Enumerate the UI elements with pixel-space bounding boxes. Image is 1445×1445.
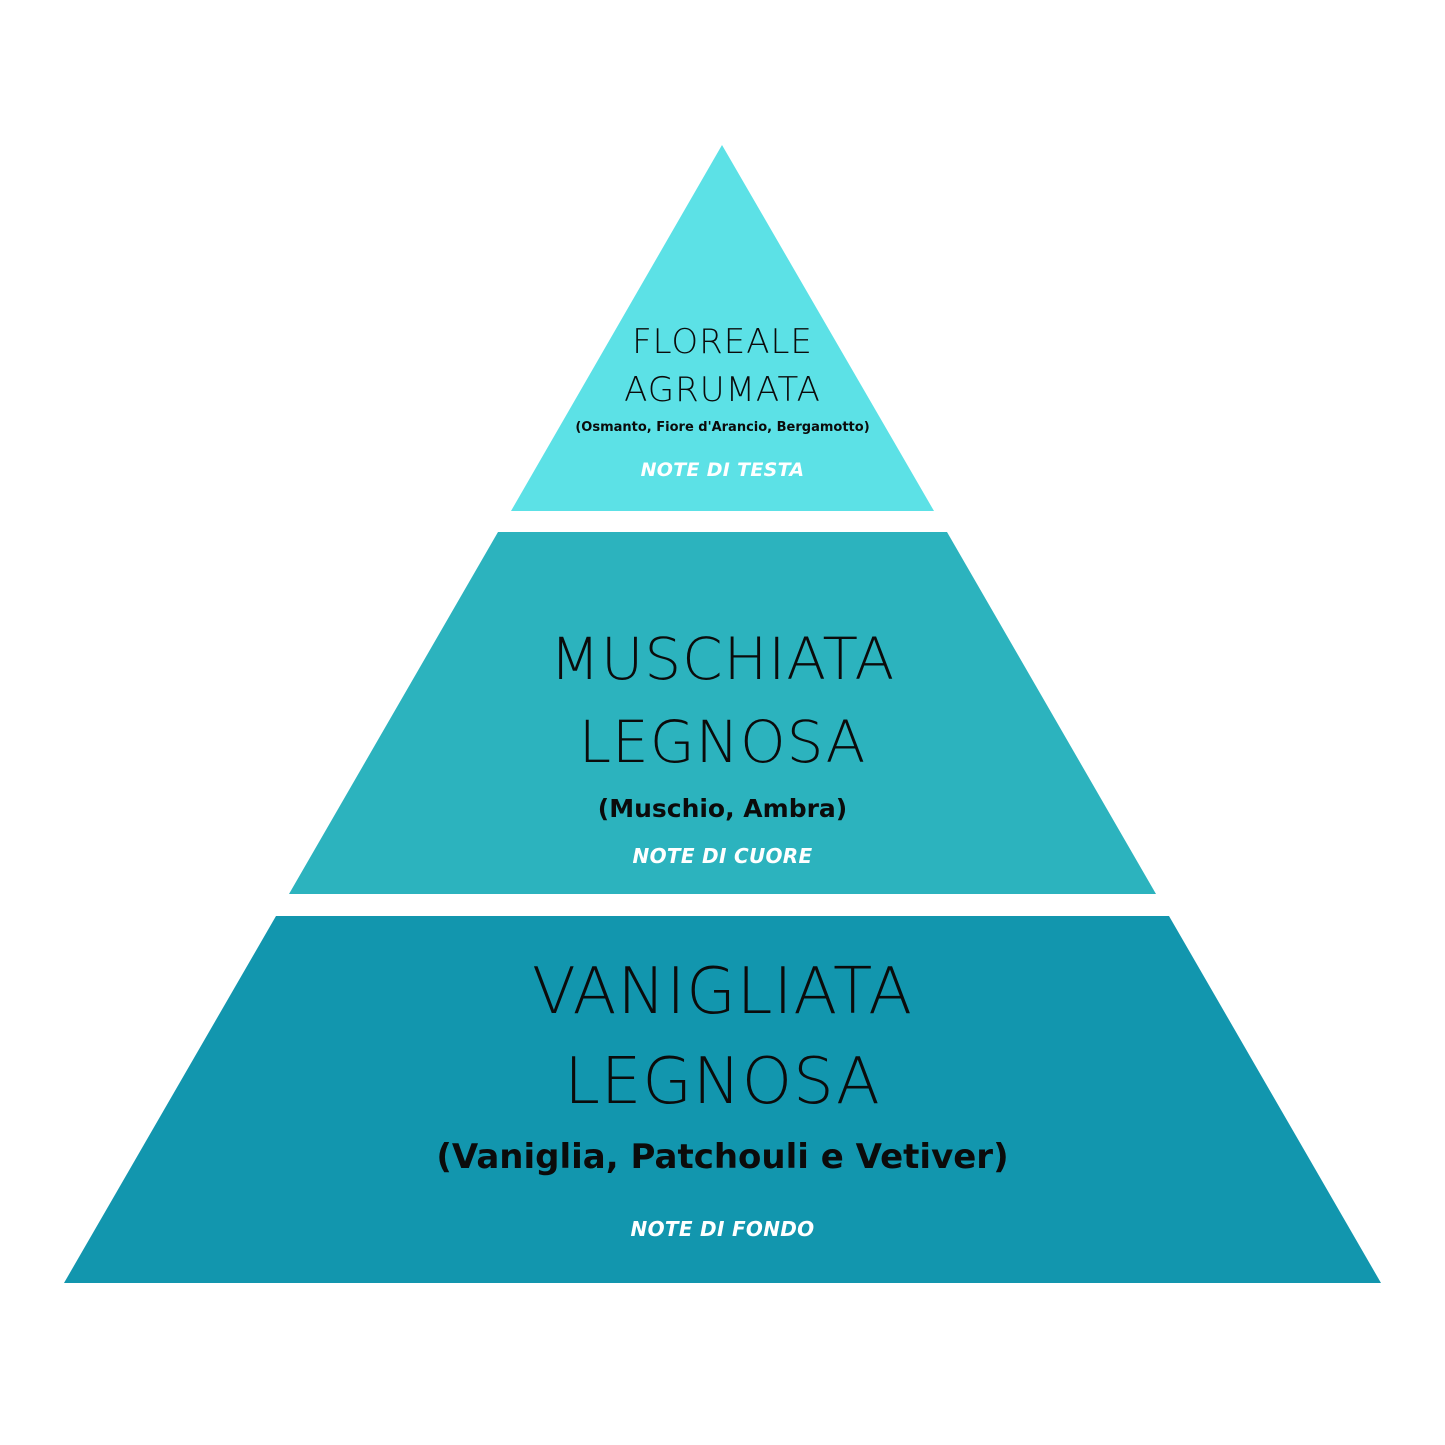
top-tier-text: FLOREALE AGRUMATA (Osmanto, Fiore d'Aran… [0,325,1445,480]
top-tier-title-line-1: FLOREALE [632,322,813,362]
middle-tier-ingredients: (Muschio, Ambra) [597,794,848,823]
middle-tier-note-label: NOTE DI CUORE [632,844,813,868]
bottom-tier-title-line-1: VANIGLIATA [531,955,914,1029]
top-tier-shape [511,145,934,511]
bottom-tier-shape [64,916,1381,1283]
bottom-tier-text: VANIGLIATA LEGNOSA (Vaniglia, Patchouli … [0,960,1445,1239]
bottom-tier-title-line-2: LEGNOSA [564,1045,881,1119]
middle-tier-title-line-2: LEGNOSA [578,708,867,776]
top-tier-note-label: NOTE DI TESTA [640,459,805,481]
bottom-tier-ingredients: (Vaniglia, Patchouli e Vetiver) [436,1137,1009,1177]
top-tier-title-line-2: AGRUMATA [624,370,821,410]
top-tier-ingredients: (Osmanto, Fiore d'Arancio, Bergamotto) [575,420,870,435]
middle-tier-title-line-1: MUSCHIATA [549,625,896,693]
middle-tier-text: MUSCHIATA LEGNOSA (Muschio, Ambra) NOTE … [0,630,1445,866]
middle-tier-shape [289,532,1156,894]
bottom-tier-note-label: NOTE DI FONDO [630,1217,815,1241]
